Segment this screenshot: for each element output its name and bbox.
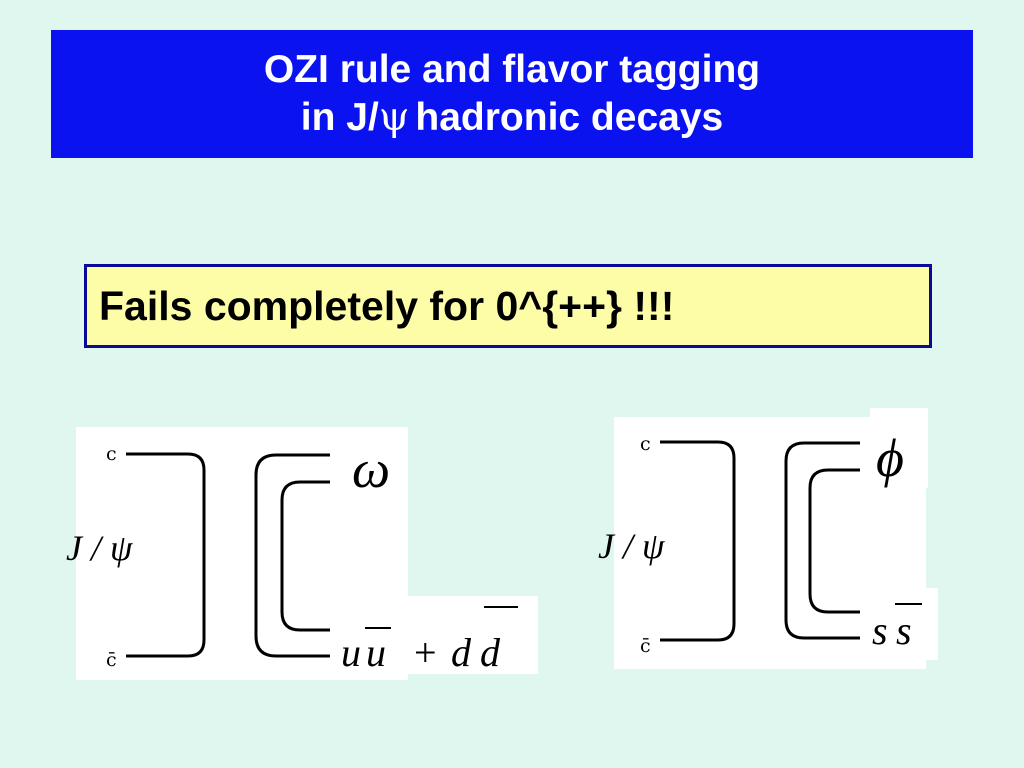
diagram-omega-label-panel: [404, 596, 538, 674]
diagram-phi-label-panel: [870, 408, 928, 488]
quark-cbar-bottom: c̄: [106, 649, 117, 671]
diagram-phi: c c̄ J / ψ ϕ s s: [598, 408, 938, 669]
final-u: u: [341, 630, 361, 675]
final-sbar: s: [896, 608, 912, 653]
final-dbar: d: [480, 630, 501, 675]
title-line-2: in J/ ψ hadronic decays: [301, 94, 723, 142]
ccbar-annihilation-line: [126, 452, 206, 658]
inner-quark-line-2: [808, 468, 860, 614]
quark-cbar-bottom-2: c̄: [640, 635, 651, 657]
notice-box: Fails completely for 0^{++} !!!: [84, 264, 932, 348]
outer-quark-line-2: [784, 441, 860, 640]
diagram-omega: c c̄ J / ψ ω u u + d d: [66, 427, 538, 680]
final-d: d: [451, 630, 472, 675]
psi-symbol: ψ: [378, 95, 410, 140]
initial-state-jpsi-2: J / ψ: [598, 526, 665, 566]
meson-phi: ϕ: [876, 428, 904, 488]
inner-quark-line: [280, 480, 330, 632]
final-s: s: [872, 608, 888, 653]
title-line-1: OZI rule and flavor tagging: [263, 48, 761, 91]
final-ubar: u: [366, 630, 386, 675]
slide-title: OZI rule and flavor tagging in J/ ψ hadr…: [51, 30, 973, 158]
title-line-2-suffix: hadronic decays: [415, 96, 724, 139]
quark-c-top: c: [106, 443, 117, 465]
notice-text: Fails completely for 0^{++} !!!: [99, 282, 675, 329]
outer-quark-line: [254, 453, 330, 658]
title-line-2-prefix: in J/: [300, 96, 379, 139]
meson-omega: ω: [352, 439, 390, 499]
final-plus: +: [414, 630, 437, 675]
diagram-phi-ssbar-panel: [862, 588, 938, 660]
diagram-omega-panel: [76, 427, 408, 680]
ccbar-annihilation-line-2: [660, 440, 736, 642]
initial-state-jpsi: J / ψ: [66, 528, 133, 568]
quark-c-top-2: c: [640, 433, 651, 455]
